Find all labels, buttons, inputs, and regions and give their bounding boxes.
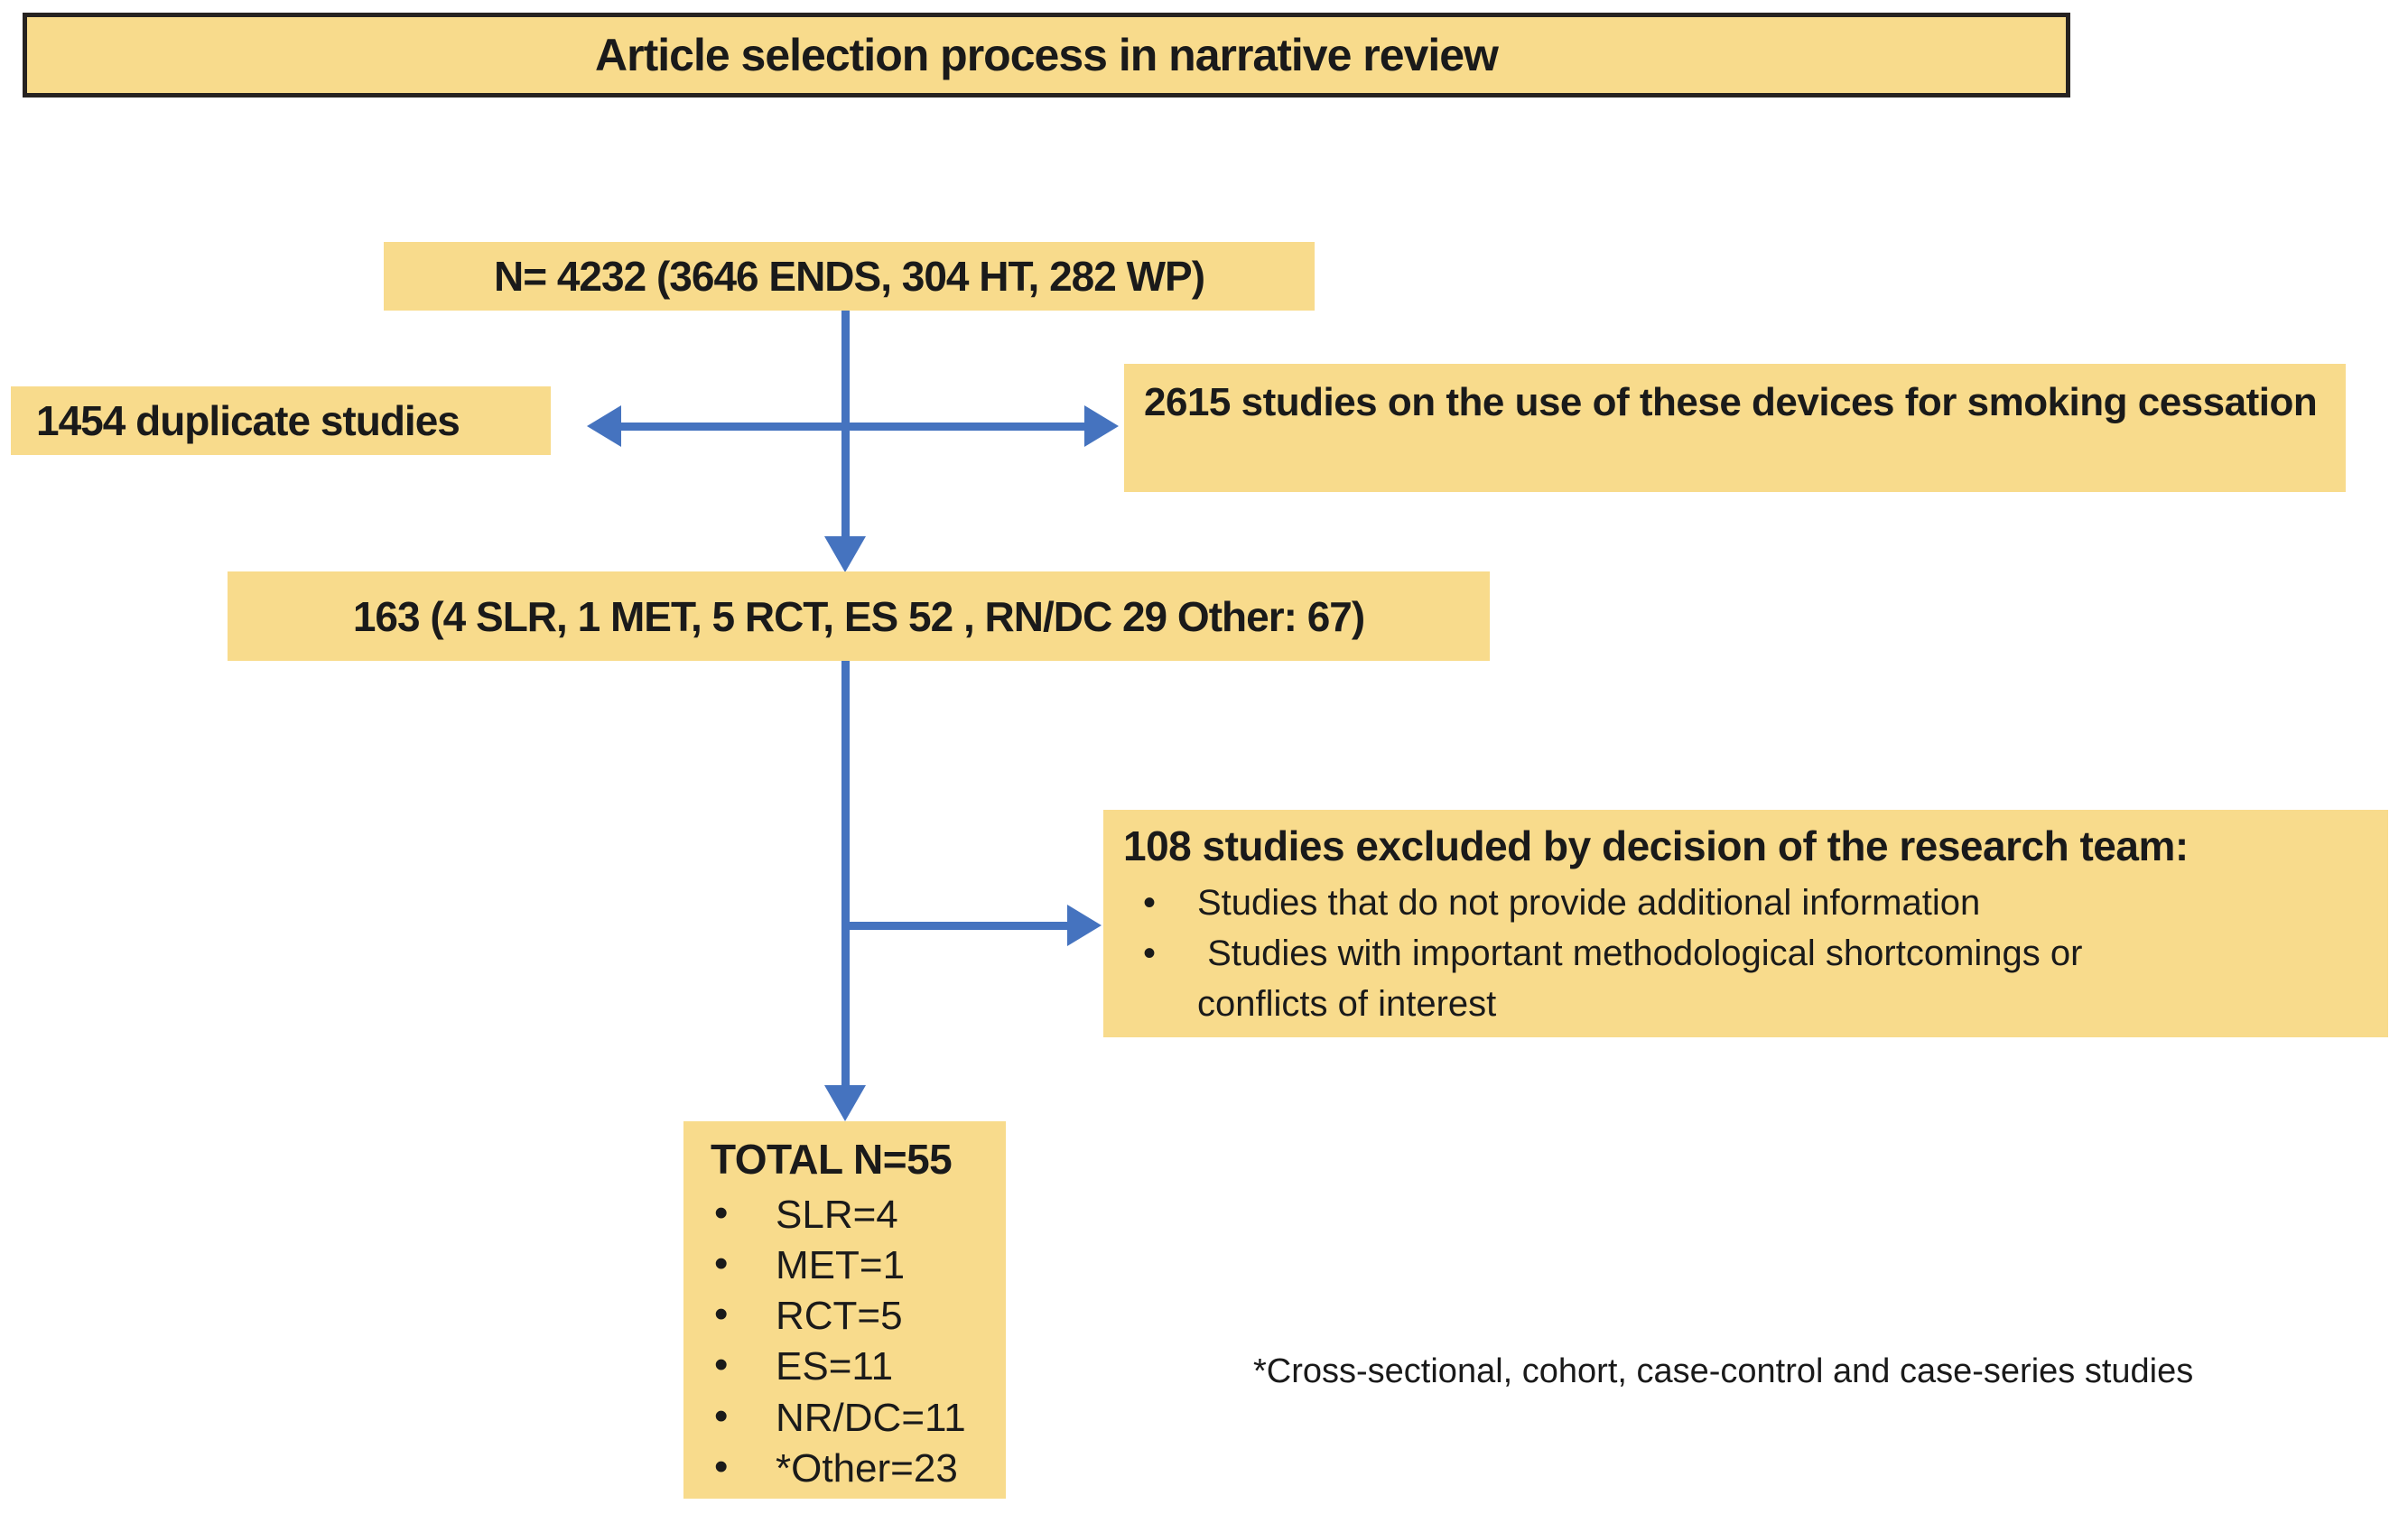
initial-count-box: N= 4232 (3646 ENDS, 304 HT, 282 WP) bbox=[384, 242, 1315, 311]
title-text: Article selection process in narrative r… bbox=[595, 30, 1499, 80]
duplicates-box: 1454 duplicate studies bbox=[11, 386, 551, 455]
excluded-box: 108 studies excluded by decision of the … bbox=[1103, 810, 2388, 1037]
total-bullet: *Other=23 bbox=[711, 1442, 1006, 1494]
total-header: TOTAL N=55 bbox=[711, 1136, 953, 1183]
arrow-head-left-icon bbox=[587, 405, 621, 447]
total-bullet: SLR=4 bbox=[711, 1187, 1006, 1240]
total-bullet: NR/DC=11 bbox=[711, 1391, 1006, 1444]
cessation-text: 2615 studies on the use of these devices… bbox=[1144, 380, 2318, 424]
title-box: Article selection process in narrative r… bbox=[23, 13, 2070, 98]
total-box: TOTAL N=55 SLR=4 MET=1 RCT=5 ES=11 NR/DC… bbox=[683, 1121, 1006, 1499]
excluded-bullet: Studies with important methodological sh… bbox=[1123, 928, 2136, 1029]
footnote-text: *Cross-sectional, cohort, case-control a… bbox=[1253, 1352, 2194, 1390]
arrow-head-right-icon bbox=[1084, 405, 1119, 447]
arrow-line bbox=[841, 661, 850, 1087]
arrow-line bbox=[841, 922, 1069, 930]
screened-text: 163 (4 SLR, 1 MET, 5 RCT, ES 52 , RN/DC … bbox=[352, 592, 1365, 640]
excluded-header: 108 studies excluded by decision of the … bbox=[1123, 822, 2189, 869]
arrow-line bbox=[619, 423, 1086, 431]
excluded-bullet-list: Studies that do not provide additional i… bbox=[1123, 878, 2368, 1029]
cessation-box: 2615 studies on the use of these devices… bbox=[1124, 364, 2346, 492]
screened-box: 163 (4 SLR, 1 MET, 5 RCT, ES 52 , RN/DC … bbox=[228, 571, 1490, 661]
total-bullet: ES=11 bbox=[711, 1340, 1006, 1392]
arrow-head-down-icon bbox=[824, 536, 866, 572]
arrow-head-down-icon bbox=[824, 1085, 866, 1121]
arrow-head-right-icon bbox=[1067, 905, 1102, 946]
total-bullet-list: SLR=4 MET=1 RCT=5 ES=11 NR/DC=11 *Other=… bbox=[711, 1187, 1006, 1495]
duplicates-text: 1454 duplicate studies bbox=[36, 397, 460, 444]
total-bullet: MET=1 bbox=[711, 1239, 1006, 1291]
excluded-bullet: Studies that do not provide additional i… bbox=[1123, 878, 2136, 928]
total-bullet: RCT=5 bbox=[711, 1289, 1006, 1342]
initial-count-text: N= 4232 (3646 ENDS, 304 HT, 282 WP) bbox=[493, 253, 1205, 300]
